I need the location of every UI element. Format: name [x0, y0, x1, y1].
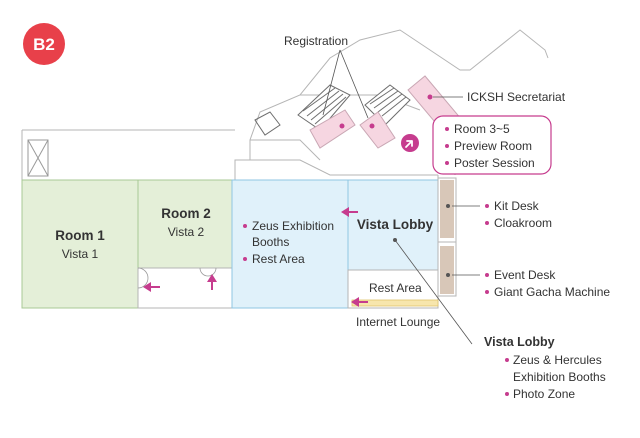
desk-column: [437, 177, 457, 297]
svg-text:ICKSH Secretariat: ICKSH Secretariat: [467, 90, 566, 104]
zeus-exhibition-area: Zeus Exhibition Booths Rest Area: [231, 179, 349, 309]
rest-area-label: Rest Area: [369, 281, 422, 295]
callout-item-1: Room 3~5: [454, 122, 510, 136]
vista-lobby-area: Vista Lobby: [347, 179, 439, 271]
event-desk-item-1: Event Desk: [494, 268, 556, 282]
room-2-sub: Vista 2: [168, 225, 205, 239]
kit-desk-label: Kit Desk Cloakroom: [446, 199, 552, 230]
room-1-sub: Vista 1: [62, 247, 99, 261]
vista-lobby-info-title: Vista Lobby: [484, 335, 555, 349]
secretariat-label: ICKSH Secretariat: [433, 90, 566, 104]
event-desk-label: Event Desk Giant Gacha Machine: [446, 268, 610, 299]
vista-lobby-info-item-3: Photo Zone: [513, 387, 575, 401]
callout-item-3: Poster Session: [454, 156, 535, 170]
internet-lounge: Internet Lounge: [351, 299, 440, 329]
leader-dot: [393, 238, 397, 242]
event-desk-item-2: Giant Gacha Machine: [494, 285, 610, 299]
zeus-item-1: Zeus Exhibition: [252, 219, 334, 233]
direction-arrow-icon: [401, 134, 419, 152]
floor-badge: B2: [23, 23, 65, 65]
vista-lobby-info: Vista Lobby Zeus & Hercules Exhibition B…: [484, 335, 606, 401]
registration-desk: [309, 109, 396, 149]
room-1: Room 1 Vista 1: [21, 179, 139, 309]
rooms-callout: Room 3~5 Preview Room Poster Session: [432, 115, 552, 175]
vista-lobby-info-item-1: Zeus & Hercules: [513, 353, 602, 367]
vista-lobby-info-item-2: Exhibition Booths: [513, 370, 606, 384]
room-2: Room 2 Vista 2: [137, 179, 233, 269]
internet-lounge-label: Internet Lounge: [356, 315, 440, 329]
callout-item-2: Preview Room: [454, 139, 532, 153]
zeus-item-2: Booths: [252, 235, 289, 249]
stairs-icon: [27, 139, 49, 177]
room-2-name: Room 2: [161, 206, 211, 221]
room-1-name: Room 1: [55, 228, 105, 243]
door-icon: [137, 267, 217, 289]
svg-text:Registration: Registration: [284, 34, 348, 48]
arrow-icon: [143, 207, 368, 307]
registration-label: Registration: [284, 34, 369, 119]
zeus-item-3: Rest Area: [252, 252, 305, 266]
vista-lobby-leader: [394, 239, 473, 345]
floor-badge-text: B2: [33, 35, 55, 54]
kit-desk-item-2: Cloakroom: [494, 216, 552, 230]
vista-lobby-name: Vista Lobby: [357, 217, 434, 232]
kit-desk-item-1: Kit Desk: [494, 199, 540, 213]
escalator-icon: [254, 84, 411, 136]
